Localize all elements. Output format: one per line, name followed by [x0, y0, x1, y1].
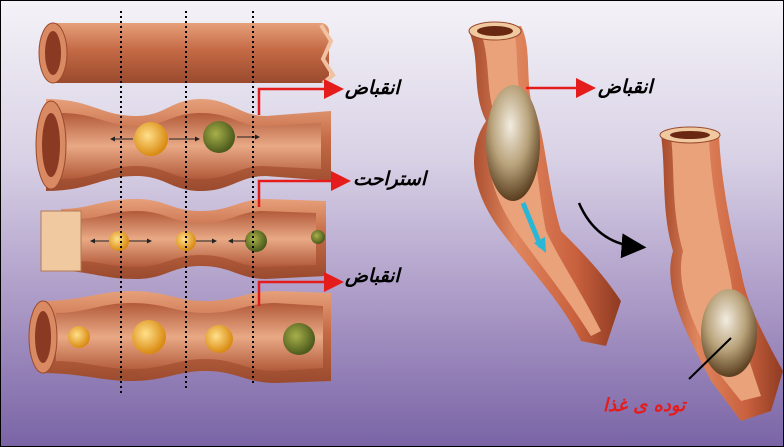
label-food-bolus: توده ی غذا [603, 395, 685, 416]
transition-arrow [579, 203, 639, 247]
label-contraction-right: انقباض [598, 76, 653, 98]
esophagus-segment-2 [660, 127, 783, 421]
esophagus-segment-1 [469, 22, 621, 346]
intestine-tube-contraction-2 [29, 291, 331, 383]
label-contraction-top: انقباض [345, 77, 400, 99]
label-relaxation: استراحت [353, 168, 426, 190]
intestine-tube-contraction-1 [36, 99, 331, 191]
intestine-tube-relaxation [41, 199, 326, 279]
label-contraction-bottom: انقباض [345, 265, 400, 287]
